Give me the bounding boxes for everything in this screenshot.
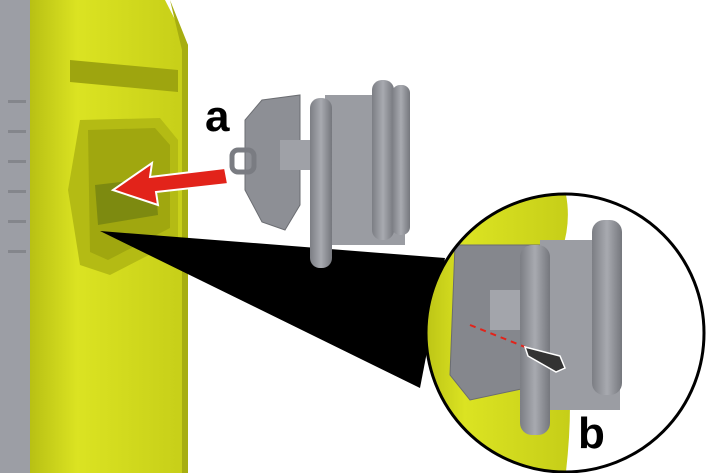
- screw-icon: [523, 345, 566, 373]
- detail-inset: [426, 194, 704, 472]
- zoom-callout-wedge: [100, 231, 445, 388]
- arrow-left-icon: [110, 160, 230, 207]
- clip-accessory: [229, 80, 410, 268]
- screw-path: [469, 324, 526, 348]
- tool-body: [0, 0, 188, 473]
- inset-circle: [424, 192, 706, 473]
- step-label-a: a: [205, 92, 230, 141]
- step-label-b: b: [578, 409, 605, 458]
